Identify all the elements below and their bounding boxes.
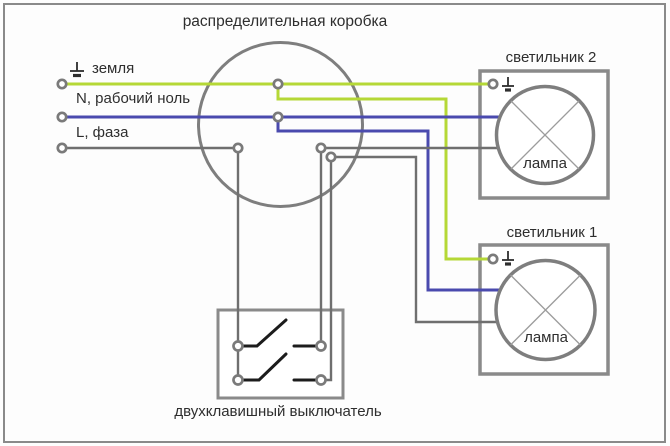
phase-wire-light1-return — [331, 155, 501, 324]
lamp2-cross-icon — [510, 100, 580, 170]
terminal-phase-junction-c — [325, 151, 337, 163]
phase-wire-light2-return — [319, 146, 500, 346]
switch-label: двухклавишный выключатель — [174, 403, 382, 420]
ground-wire-branch — [276, 84, 492, 261]
earth-ground-icon — [502, 77, 514, 92]
lamp1-cross-icon — [510, 274, 581, 346]
lamp1-label: лампа — [524, 329, 568, 346]
earth-ground-icon — [502, 251, 514, 266]
junction-box-circle — [197, 41, 364, 208]
switch1-blade-icon — [241, 318, 320, 348]
terminal-phase-junction-b — [315, 142, 327, 154]
terminal-group — [56, 78, 499, 386]
terminal-neutral-input — [56, 111, 68, 123]
switch2-blade-icon — [241, 352, 320, 382]
light1-title: светильник 1 — [506, 224, 598, 241]
neutral-label: N, рабочий ноль — [76, 90, 191, 107]
light2-title: светильник 2 — [505, 49, 597, 66]
diagram-title: распределительная коробка — [182, 13, 388, 30]
lamp2-label: лампа — [523, 155, 567, 172]
terminal-switch2-right — [315, 374, 327, 386]
terminal-light1-ground — [487, 253, 499, 265]
terminal-switch1-right — [315, 340, 327, 352]
terminal-light2-ground — [487, 78, 499, 90]
terminal-ground-input — [56, 78, 68, 90]
terminal-switch1-left — [232, 340, 244, 352]
neutral-wire-branch — [276, 117, 503, 292]
terminal-ground-junction — [272, 78, 284, 90]
earth-ground-icon — [70, 62, 84, 78]
phase-label: L, фаза — [76, 124, 129, 141]
terminal-neutral-junction — [272, 111, 284, 123]
terminal-phase-junction-a — [232, 142, 244, 154]
terminal-switch2-left — [232, 374, 244, 386]
outer-frame — [3, 3, 666, 443]
ground-label: земля — [92, 60, 135, 77]
terminal-phase-input — [56, 142, 68, 154]
